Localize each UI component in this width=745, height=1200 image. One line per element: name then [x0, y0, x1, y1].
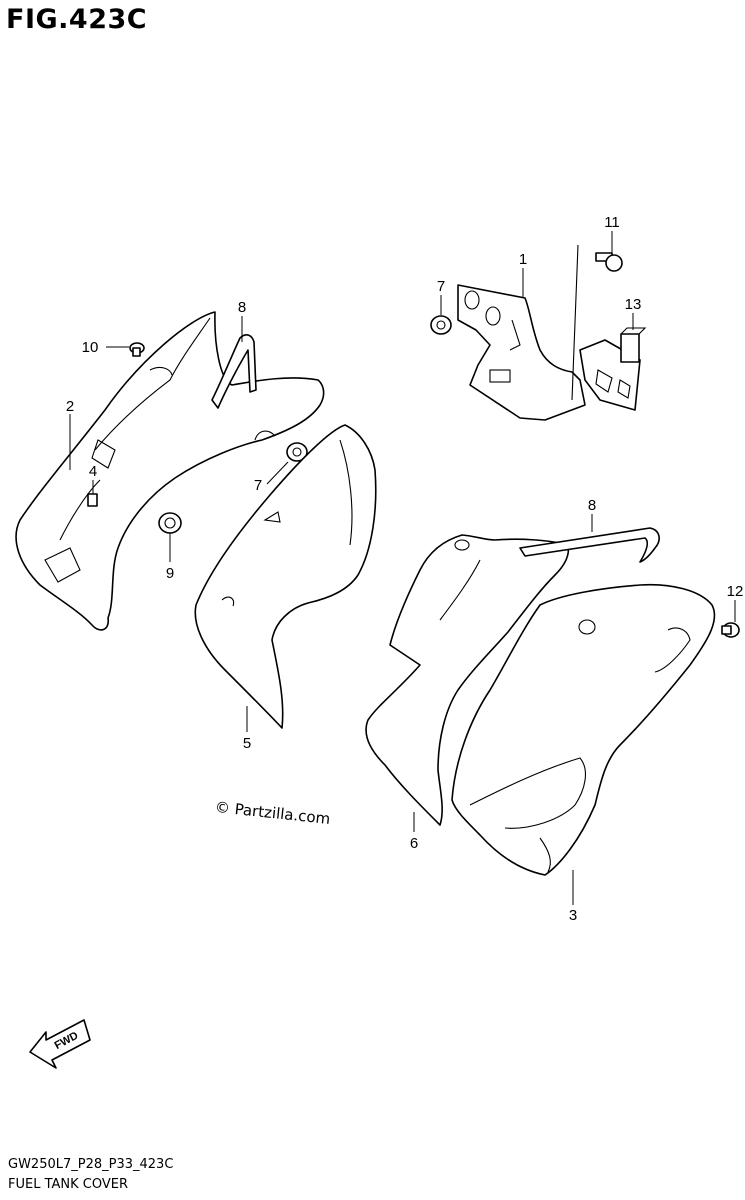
- part-11-bolt: [595, 252, 623, 272]
- callout-5: 5: [243, 735, 251, 752]
- figure-title: FIG.423C: [6, 4, 148, 35]
- part-7-grommet-top: [430, 315, 452, 335]
- part-8-strip-upper: [211, 333, 257, 409]
- part-5-inner-cover: [194, 424, 377, 729]
- callout-9: 9: [166, 565, 174, 582]
- leader-lines: [69, 231, 736, 905]
- callout-13: 13: [625, 296, 642, 313]
- callout-7-middle: 7: [254, 477, 262, 494]
- part-10-bolt: [129, 342, 145, 357]
- callout-2: 2: [66, 398, 74, 415]
- part-9-grommet: [158, 512, 182, 534]
- part-3-right-cover: [451, 583, 716, 876]
- callout-8-upper: 8: [238, 299, 246, 316]
- callout-8-lower: 8: [588, 497, 596, 514]
- callout-11: 11: [604, 214, 620, 231]
- figure-code: GW250L7_P28_P33_423C: [8, 1157, 174, 1172]
- part-8-strip-lower: [519, 527, 660, 563]
- callout-12: 12: [727, 583, 744, 600]
- fwd-arrow-icon: FWD: [29, 1019, 91, 1069]
- callout-10: 10: [82, 339, 99, 356]
- part-13-pad: [620, 327, 647, 363]
- callout-6: 6: [410, 835, 418, 852]
- figure-caption: FUEL TANK COVER: [8, 1177, 129, 1192]
- part-2-left-cover: [15, 311, 325, 631]
- callout-labels: 1 2 3 4 5 6 7 7 8 8 9 10 11 12 13: [66, 214, 744, 924]
- callout-1: 1: [519, 251, 527, 268]
- part-12-bolt: [721, 622, 740, 638]
- callout-3: 3: [569, 907, 577, 924]
- callout-4: 4: [89, 463, 97, 480]
- part-7-grommet-middle: [286, 442, 308, 462]
- part-4-clip: [87, 493, 98, 507]
- callout-7-top: 7: [437, 278, 445, 295]
